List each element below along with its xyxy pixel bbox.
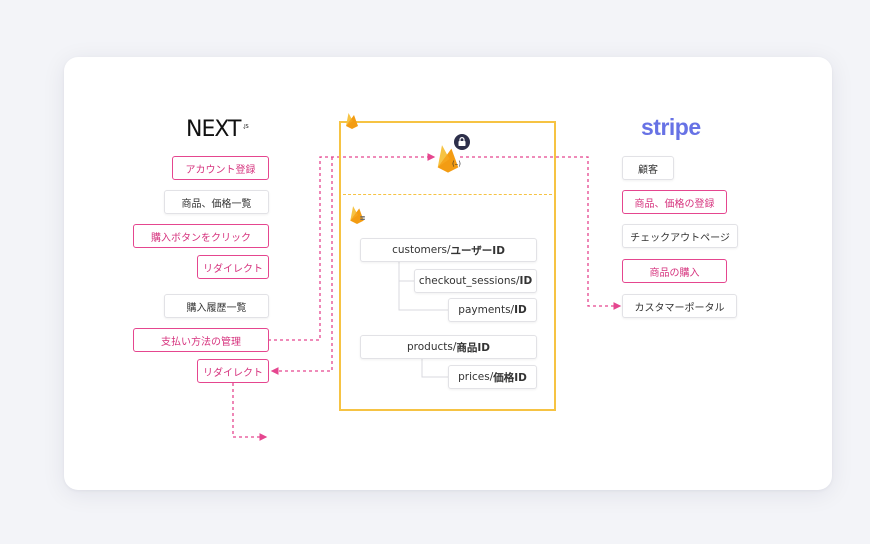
stripe-box-purchase: 商品の購入 (622, 259, 727, 283)
next-box-redirect-1: リダイレクト (197, 255, 269, 279)
lock-icon (454, 134, 470, 150)
next-box-purchase-history: 購入履歴一覧 (164, 294, 269, 318)
nextjs-logo: NEXT.JS (186, 117, 249, 142)
next-box-payment-method: 支払い方法の管理 (133, 328, 269, 352)
functions-badge: (–) (452, 160, 461, 168)
stripe-box-checkout-page: チェックアウトページ (622, 224, 738, 248)
next-box-account-register: アカウント登録 (172, 156, 269, 180)
firebase-frame (339, 121, 556, 411)
next-box-redirect-2: リダイレクト (197, 359, 269, 383)
collection-prices: prices/価格ID (448, 365, 537, 389)
firebase-icon (346, 113, 358, 129)
stripe-logo: stripe (641, 114, 701, 140)
stripe-box-customer-portal: カスタマーポータル (622, 294, 737, 318)
collection-customers: customers/ユーザーID (360, 238, 537, 262)
stripe-box-customer: 顧客 (622, 156, 674, 180)
next-box-product-list: 商品、価格一覧 (164, 190, 269, 214)
stripe-box-product-register: 商品、価格の登録 (622, 190, 727, 214)
firebase-divider (343, 194, 552, 195)
firebase-functions-icon (437, 145, 459, 173)
firestore-icon (350, 206, 365, 224)
collection-checkout-sessions: checkout_sessions/ID (414, 269, 537, 293)
collection-products: products/商品ID (360, 335, 537, 359)
collection-payments: payments/ID (448, 298, 537, 322)
next-box-purchase-click: 購入ボタンをクリック (133, 224, 269, 248)
